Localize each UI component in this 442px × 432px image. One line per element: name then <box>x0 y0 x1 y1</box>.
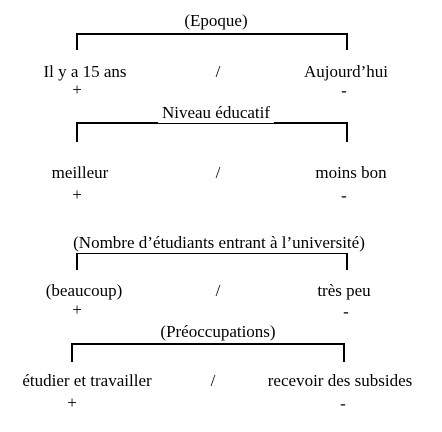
right-term: moins bon <box>315 163 387 182</box>
category-label: Niveau éducatif <box>157 103 275 123</box>
left-term: (beaucoup) <box>45 281 123 300</box>
plus-sign: + <box>72 300 82 319</box>
plus-sign: + <box>72 80 82 99</box>
separator-slash: / <box>215 62 221 81</box>
row-epoque: (Epoque) Il y a 15 ans / Aujourd’hui + - <box>0 10 442 120</box>
row-nombre-etudiants: (Nombre d’étudiants entrant à l’universi… <box>0 233 442 343</box>
bracket-nombre-etudiants <box>76 252 348 270</box>
separator-slash: / <box>210 371 216 390</box>
plus-sign: + <box>72 185 82 204</box>
category-label: (Nombre d’étudiants entrant à l’universi… <box>69 233 369 253</box>
separator-slash: / <box>215 163 221 182</box>
left-term: étudier et travailler <box>22 371 152 390</box>
right-term: recevoir des subsides <box>267 371 413 390</box>
left-term: meilleur <box>51 163 109 182</box>
minus-sign: - <box>341 186 347 205</box>
row-preoccupations: (Préoccupations) étudier et travailler /… <box>0 322 442 432</box>
right-term: Aujourd’hui <box>303 62 389 81</box>
category-label: (Epoque) <box>180 11 252 31</box>
minus-sign: - <box>340 394 346 413</box>
category-label: (Préoccupations) <box>156 322 280 342</box>
row-niveau-educatif: Niveau éducatif meilleur / moins bon + - <box>0 103 442 213</box>
opposition-diagram: (Epoque) Il y a 15 ans / Aujourd’hui + -… <box>0 10 442 413</box>
minus-sign: - <box>341 81 347 100</box>
bracket-niveau-educatif <box>76 122 348 142</box>
separator-slash: / <box>215 281 221 300</box>
right-term: très peu <box>317 281 371 300</box>
plus-sign: + <box>67 393 77 412</box>
bracket-preoccupations <box>71 343 345 362</box>
left-term: Il y a 15 ans <box>43 62 127 81</box>
minus-sign: - <box>343 302 349 321</box>
bracket-epoque <box>76 33 348 50</box>
